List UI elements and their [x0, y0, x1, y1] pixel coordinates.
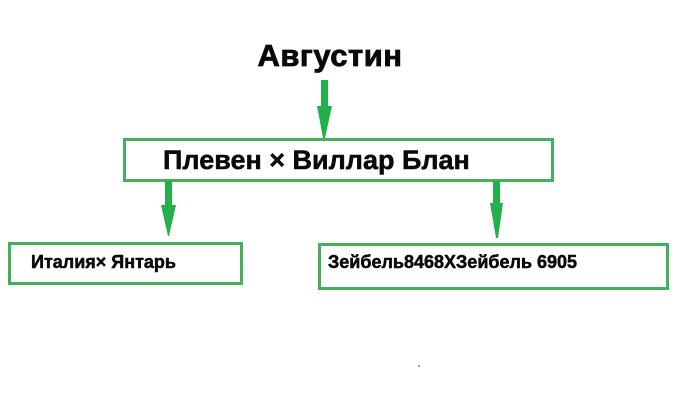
parent-cross-label: Плевен × Виллар Блан — [163, 145, 470, 176]
root-node-label: Августин — [257, 38, 403, 74]
stray-dot — [418, 365, 420, 367]
arrow-down-icon — [161, 181, 176, 236]
arrow-down-icon — [317, 80, 332, 138]
child-label-left: Италия× Янтарь — [31, 252, 176, 273]
arrow-down-icon — [490, 181, 503, 238]
child-node-left: Италия× Янтарь — [8, 242, 243, 285]
parent-cross-node: Плевен × Виллар Блан — [123, 138, 554, 182]
child-label-right: Зейбель8468XЗейбель 6905 — [328, 252, 578, 273]
child-node-right: Зейбель8468XЗейбель 6905 — [318, 243, 669, 290]
